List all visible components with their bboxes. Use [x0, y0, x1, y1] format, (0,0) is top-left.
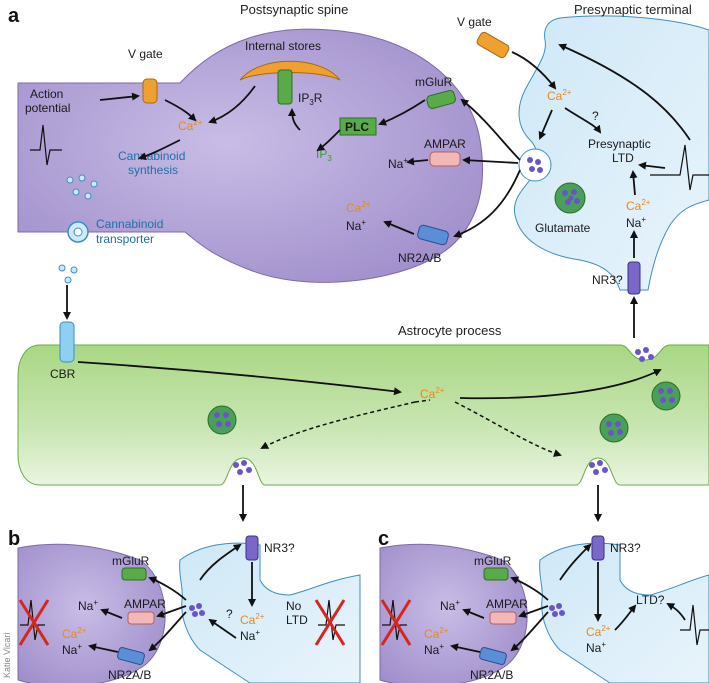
postsynaptic-spine	[17, 28, 484, 283]
mglur-label: mGluR	[415, 75, 453, 89]
presynaptic-ap-trace	[650, 144, 709, 191]
presynaptic-ltd-label-2: LTD	[612, 151, 634, 165]
glutamate-vesicle	[554, 182, 586, 214]
no-ltd-label-1: No	[286, 599, 302, 613]
internal-stores	[239, 60, 341, 105]
astrocyte-vesicle-left	[207, 405, 237, 435]
mglur-label-c: mGluR	[474, 554, 512, 568]
ca-label-c: Ca2+	[424, 626, 449, 641]
nr2ab-label-b: NR2A/B	[108, 668, 151, 682]
action-potential-label-2: potential	[25, 101, 70, 115]
ca-label-b: Ca2+	[62, 626, 87, 641]
release-site-presynaptic	[518, 148, 552, 182]
na-label-nr2ab: Na+	[346, 218, 366, 233]
nr2ab-label-c: NR2A/B	[470, 668, 513, 682]
arrows-panel-a	[63, 43, 691, 522]
v-gate-label-spine: V gate	[128, 47, 163, 61]
nr3-label-c: NR3?	[610, 541, 641, 555]
ca-label-presynaptic: Ca2+	[547, 88, 572, 103]
action-potential-label-1: Action	[30, 87, 63, 101]
cannabinoid-transporter-core	[73, 227, 83, 237]
v-gate-channel-presynaptic	[476, 31, 510, 59]
ca-label-astrocyte: Ca2+	[420, 386, 445, 401]
mglur-label-b: mGluR	[112, 554, 150, 568]
ca-label-c-pre: Ca2+	[586, 624, 611, 639]
ip3r-label: IP3R	[298, 91, 323, 107]
cannabinoid-transporter-label-2: transporter	[96, 232, 154, 246]
na-label-ampar: Na+	[388, 156, 408, 171]
dashed-arrows	[260, 401, 562, 457]
plc-label: PLC	[345, 120, 369, 134]
v-gate-channel-spine	[142, 78, 158, 104]
no-ltd-label-2: LTD	[286, 613, 308, 627]
dashed-arrow-tail	[414, 399, 431, 403]
na-label-b-pre: Na+	[240, 628, 260, 643]
internal-stores-label: Internal stores	[245, 39, 321, 53]
cannabinoid-synthesis-label-2: synthesis	[128, 163, 178, 177]
glutamate-label: Glutamate	[535, 221, 591, 235]
panel-b: mGluR AMPAR Na+ Ca2+ Na+ NR2A/B NR3? ? C…	[17, 535, 361, 683]
ca-label-spine: Ca2+	[178, 118, 203, 133]
na-label-presynaptic: Na+	[626, 215, 646, 230]
nr2ab-receptor	[417, 224, 449, 246]
v-gate-label-presynaptic: V gate	[457, 15, 492, 29]
na-label-c-pre: Na+	[586, 640, 606, 655]
na-label-c-2: Na+	[424, 642, 444, 657]
cbr-receptor	[59, 321, 75, 363]
ip3-label: IP3	[316, 147, 332, 163]
panel-label-c: c	[378, 528, 389, 550]
plc-box	[339, 117, 377, 136]
astrocyte-vesicle-far-right	[651, 381, 681, 411]
nr2ab-label: NR2A/B	[398, 251, 441, 265]
question-mark-b: ?	[226, 607, 233, 621]
cannabinoid-molecules	[58, 174, 98, 284]
na-label-c: Na+	[440, 598, 460, 613]
panel-label-a: a	[8, 5, 20, 27]
nr3-label-b: NR3?	[264, 541, 295, 555]
na-label-b: Na+	[78, 598, 98, 613]
na-label-b-2: Na+	[62, 642, 82, 657]
title-presynaptic-terminal: Presynaptic terminal	[574, 2, 692, 17]
nr3-label-presynaptic: NR3?	[592, 273, 623, 287]
ampar-label: AMPAR	[424, 137, 466, 151]
astrocyte-vesicle-right	[599, 413, 629, 443]
ampar-label-b: AMPAR	[124, 597, 166, 611]
astrocyte-release-right	[589, 460, 608, 475]
presynaptic-terminal	[513, 15, 709, 291]
panel-c: mGluR AMPAR Na+ Ca2+ Na+ NR2A/B NR3? Ca2…	[379, 535, 709, 683]
title-astrocyte-process: Astrocyte process	[398, 323, 502, 338]
ca-label-presynaptic-2: Ca2+	[626, 198, 651, 213]
ampar-label-c: AMPAR	[486, 597, 528, 611]
credit-text: Katie Vicari	[2, 633, 12, 678]
title-postsynaptic-spine: Postsynaptic spine	[240, 2, 348, 17]
astrocyte-release-left	[233, 460, 252, 475]
ampar-receptor	[429, 151, 461, 167]
question-mark-presynaptic: ?	[592, 109, 599, 123]
nr3-receptor-presynaptic	[627, 261, 641, 295]
cannabinoid-synthesis-label-1: Cannabinoid	[118, 149, 185, 163]
astrocyte-release-top	[635, 347, 654, 362]
presynaptic-ltd-label-1: Presynaptic	[588, 137, 651, 151]
action-potential-trace	[30, 124, 62, 166]
ca-label-b-pre: Ca2+	[240, 612, 265, 627]
cbr-label: CBR	[50, 367, 76, 381]
ltd-question-label: LTD?	[636, 593, 665, 607]
panel-label-b: b	[8, 528, 20, 550]
mglur-receptor	[426, 89, 456, 109]
ca-label-nr2ab: Ca2+	[346, 200, 371, 215]
cannabinoid-transporter-label-1: Cannabinoid	[96, 217, 163, 231]
